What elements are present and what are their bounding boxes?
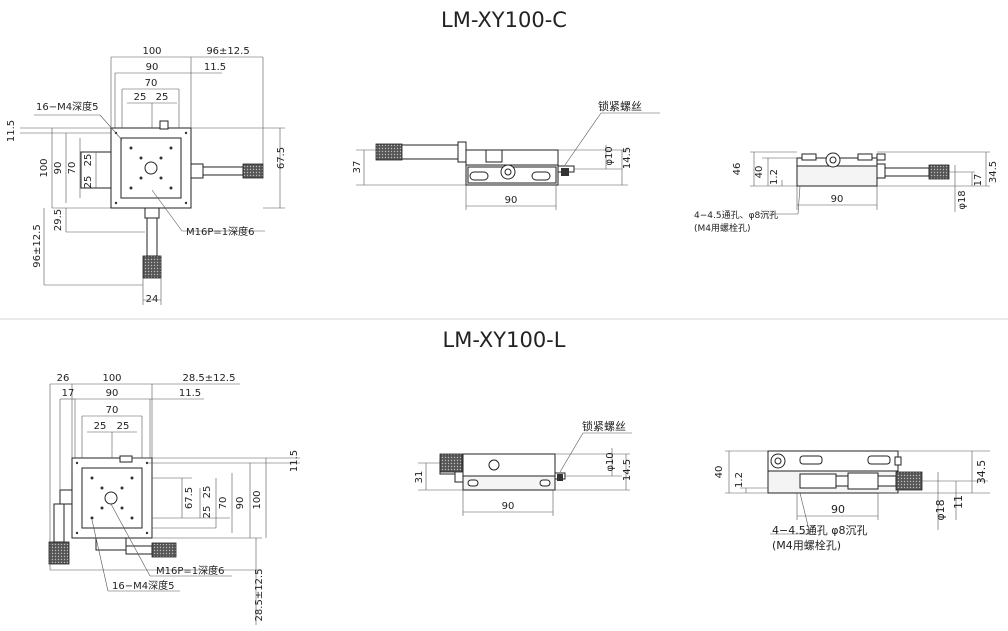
l-front-dim-90: 90 [502, 501, 515, 512]
c-front-dim-37: 37 [352, 161, 363, 174]
l-side-hole-note-2: (M4用螺栓孔) [772, 538, 841, 552]
l-front-dim-31: 31 [414, 471, 425, 484]
c-front-dim-14-5: 14.5 [622, 147, 633, 169]
l-front-locking-knob [488, 459, 500, 471]
section-c-title: LM-XY100-C [441, 8, 567, 32]
l-right-90: 90 [235, 497, 246, 510]
c-side-hole-note-2: (M4用螺栓孔) [694, 222, 751, 234]
c-side-dim-34-5: 34.5 [988, 161, 999, 183]
l-lock-label: 锁紧螺丝 [582, 419, 626, 433]
c-callout-m16: M16P=1深度6 [186, 225, 255, 238]
l-right-11-5: 11.5 [289, 450, 300, 472]
l-right-67-5: 67.5 [184, 487, 195, 509]
l-top-center-hole [104, 491, 118, 505]
c-callout-m4: 16−M4深度5 [36, 100, 98, 113]
c-side-hole-note-1: 4−4.5通孔、φ8沉孔 [694, 210, 778, 221]
c-side-view: 46 40 1.2 φ18 17 34.5 90 4−4.5通孔、φ8沉孔 (M… [694, 151, 999, 234]
c-right-67-5: 67.5 [276, 147, 287, 169]
l-side-knob [895, 471, 923, 491]
c-side-dim-17: 17 [973, 174, 984, 187]
l-right-25b: 25 [202, 506, 213, 519]
c-dim-24: 24 [146, 294, 159, 305]
l-side-dim-40: 40 [714, 466, 725, 479]
l-front-dim-14-5: 14.5 [622, 459, 633, 481]
c-dim-11-5: 11.5 [204, 62, 226, 73]
c-front-knob [375, 143, 403, 161]
l-side-dim-34-5: 34.5 [975, 460, 988, 485]
c-top-view: 100 96±12.5 90 11.5 70 25 25 16−M4深度5 11… [6, 46, 287, 305]
l-callout-m4: 16−M4深度5 [112, 579, 174, 592]
c-dim-25b: 25 [156, 92, 169, 103]
c-left-70: 70 [67, 162, 78, 175]
l-side-dim-phi18: φ18 [934, 499, 947, 520]
l-dim-28-5: 28.5±12.5 [183, 373, 236, 384]
c-dim-90: 90 [146, 62, 159, 73]
section-l-title: LM-XY100-L [443, 328, 566, 352]
l-dim-25b: 25 [117, 421, 130, 432]
l-top-left-knob [48, 541, 70, 565]
l-side-dim-90: 90 [831, 503, 845, 516]
l-dim-25a: 25 [94, 421, 107, 432]
l-dim-17: 17 [62, 388, 75, 399]
l-side-view: 40 1.2 90 φ18 11 34.5 4−4.5通孔 φ8沉孔 (M4用螺… [714, 450, 990, 552]
c-side-dim-1-2: 1.2 [769, 169, 780, 185]
l-dim-90: 90 [106, 388, 119, 399]
c-side-dim-46: 46 [732, 163, 743, 176]
c-left-100: 100 [39, 158, 50, 177]
c-dim-100: 100 [142, 46, 161, 57]
l-right-100: 100 [252, 490, 263, 509]
l-dim-11-5: 11.5 [179, 388, 201, 399]
l-front-knob [439, 453, 463, 473]
c-left-96: 96±12.5 [32, 224, 43, 267]
l-dim-26: 26 [57, 373, 70, 384]
c-front-dim-90: 90 [505, 195, 518, 206]
l-side-dim-1-2: 1.2 [734, 472, 745, 488]
c-left-11-5: 11.5 [6, 120, 17, 142]
c-dim-25a: 25 [134, 92, 147, 103]
l-bottom-28-5: 28.5±12.5 [254, 569, 265, 622]
l-right-70: 70 [218, 497, 229, 510]
l-dim-100: 100 [102, 373, 121, 384]
c-side-dim-90: 90 [831, 194, 844, 205]
c-front-dim-phi10: φ10 [604, 146, 615, 165]
l-right-25a: 25 [202, 486, 213, 499]
l-dim-70: 70 [106, 405, 119, 416]
c-front-view: 锁紧螺丝 37 φ10 14.5 90 [352, 99, 660, 210]
c-dim-70: 70 [145, 78, 158, 89]
c-dim-96: 96±12.5 [206, 46, 249, 57]
c-top-center-hole [144, 161, 158, 175]
c-left-25-lower: 25 [83, 176, 94, 189]
l-top-bottom-knob [151, 542, 177, 558]
l-callout-m16: M16P=1深度6 [156, 564, 225, 577]
l-top-view: 26 100 28.5±12.5 17 90 11.5 70 25 25 11.… [48, 373, 300, 625]
c-top-bottom-knob [142, 255, 162, 279]
l-front-view: 锁紧螺丝 31 φ10 14.5 90 [414, 419, 633, 516]
c-left-25: 25 [83, 154, 94, 167]
c-left-90: 90 [53, 162, 64, 175]
c-side-knob [928, 164, 950, 180]
c-side-dim-40: 40 [754, 166, 765, 179]
c-side-dim-phi18: φ18 [957, 190, 968, 209]
c-left-29-5: 29.5 [53, 209, 64, 231]
l-side-dim-11: 11 [952, 495, 965, 509]
l-front-dim-phi10: φ10 [605, 452, 616, 471]
c-top-right-knob [242, 163, 264, 179]
c-lock-label: 锁紧螺丝 [598, 99, 642, 113]
l-side-hole-note-1: 4−4.5通孔 φ8沉孔 [772, 524, 867, 537]
